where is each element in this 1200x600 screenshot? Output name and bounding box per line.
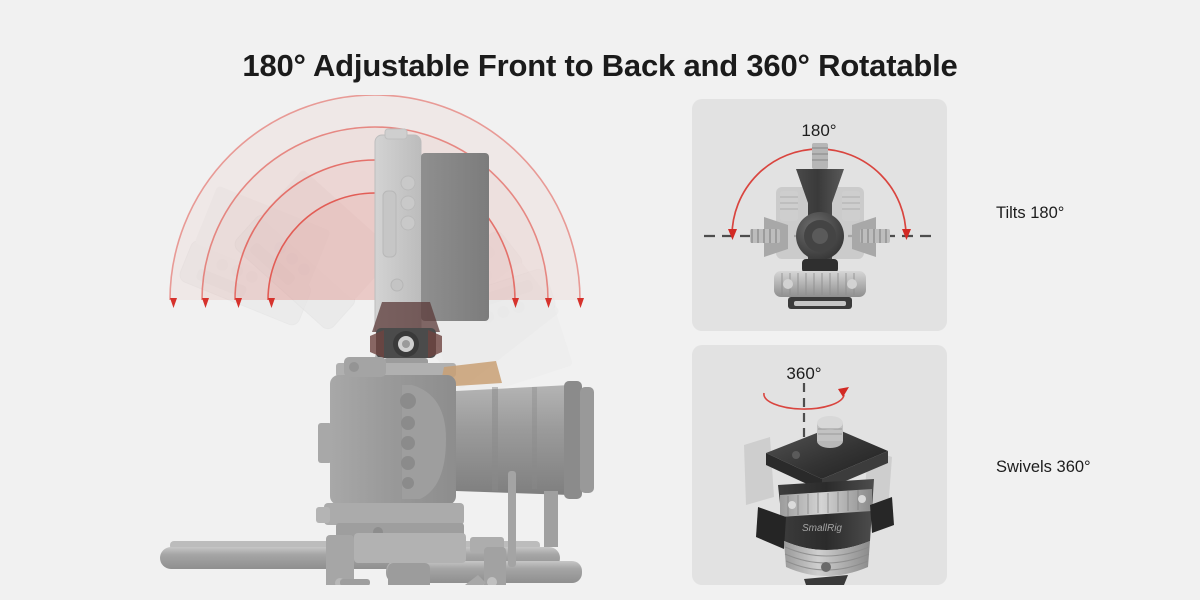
monitor-mount-front-view: [750, 143, 890, 309]
brand-wordmark: SmallRig: [802, 523, 842, 534]
thread-screws: [750, 229, 890, 243]
swivel-arrow: [838, 387, 849, 397]
support-rod-system: [160, 471, 582, 585]
monitor-upright: [374, 128, 489, 357]
swivel-angle-label: 360°: [786, 364, 821, 383]
tilt-feature-card: 180°: [692, 99, 947, 331]
tilt-caption: Tilts 180°: [996, 204, 1065, 222]
tilt-arrow-left: [728, 229, 737, 240]
tilt-arrow-right: [902, 229, 911, 240]
page-title: 180° Adjustable Front to Back and 360° R…: [242, 48, 958, 83]
monitor-mount-three-quarter-view: SmallRig: [744, 416, 894, 585]
tilt-angle-label: 180°: [801, 121, 836, 140]
hero-illustration: [140, 95, 670, 585]
swivel-caption: Swivels 360°: [996, 458, 1091, 476]
ghost-monitor-positions: [179, 170, 573, 402]
camera-rig: [316, 357, 594, 547]
swivel-feature-card: 360°: [692, 345, 947, 585]
swivel-arc: [763, 392, 845, 410]
